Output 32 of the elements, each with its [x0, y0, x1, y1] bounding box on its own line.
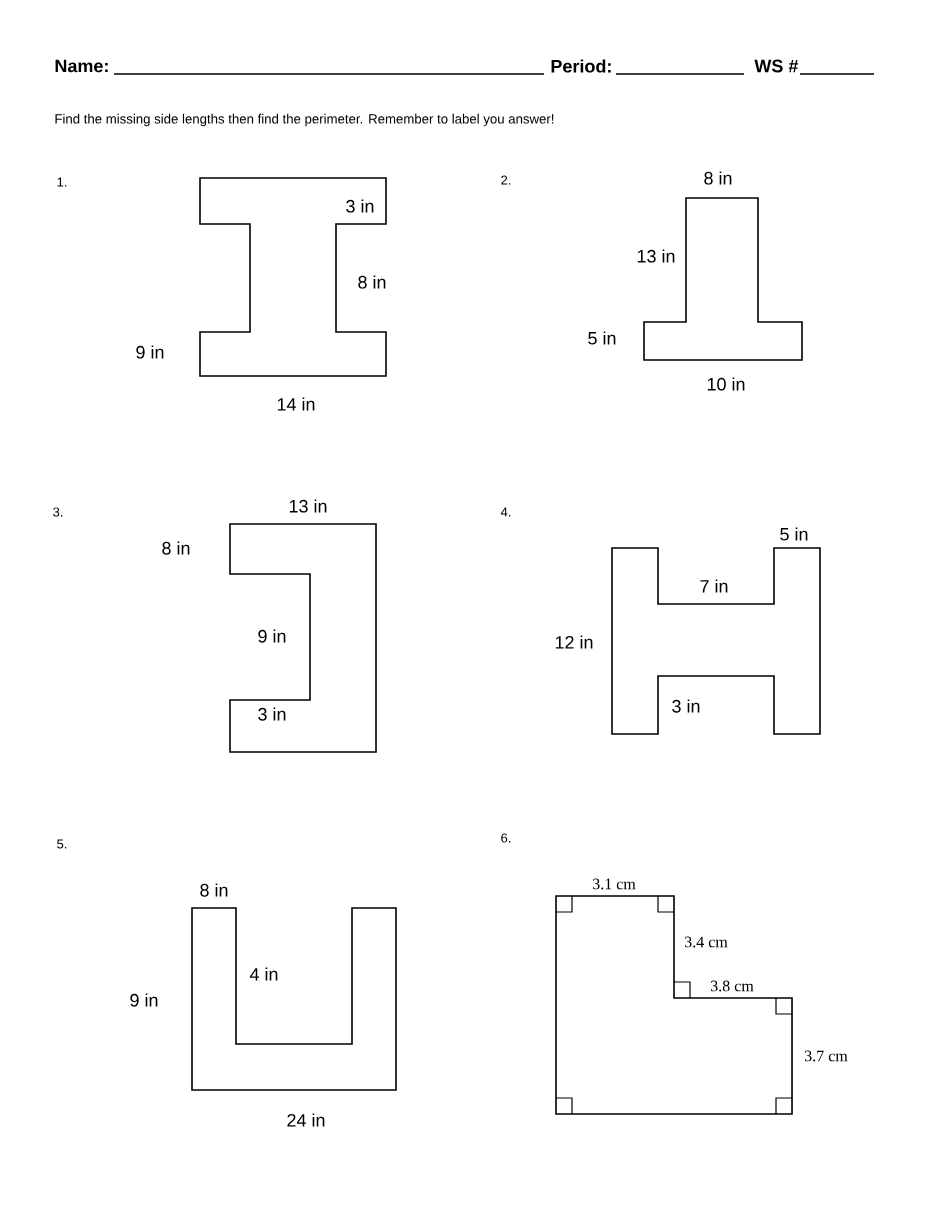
dimension-label: 3 in [258, 707, 286, 721]
composite-figure-drawing [199, 177, 387, 377]
composite-figure-drawing [229, 523, 377, 753]
dimension-label: 4 in [249, 967, 278, 981]
dimension-label: 9 in [136, 345, 164, 359]
dimension-label: 7 in [700, 579, 728, 593]
dimension-label: 3.1 cm [593, 878, 636, 890]
dimension-label: 12 in [555, 635, 593, 649]
form-field-label: Name: [55, 59, 108, 73]
composite-figure-drawing [611, 547, 821, 735]
dimension-label: 8 in [358, 275, 386, 289]
dimension-label: 3.4 cm [685, 936, 728, 948]
composite-figure-drawing [191, 907, 397, 1091]
dimension-label: 3.8 cm [711, 980, 754, 992]
dimension-label: 10 in [707, 377, 745, 391]
form-field-label: Period: [551, 59, 611, 73]
dimension-label: 8 in [200, 883, 228, 897]
dimension-label: 13 in [289, 499, 327, 513]
dimension-label: 3 in [672, 699, 700, 713]
dimension-label: 9 in [258, 629, 286, 643]
dimension-label: 8 in [162, 541, 190, 555]
dimension-label: 24 in [287, 1113, 325, 1127]
composite-figure-drawing [555, 895, 793, 1115]
dimension-label: 5 in [780, 527, 808, 541]
dimension-label: 8 in [704, 171, 732, 185]
dimension-label: 3 in [346, 199, 374, 213]
form-field-label: WS # [754, 59, 799, 73]
dimension-label: 14 in [277, 397, 315, 411]
dimension-label: 5 in [588, 331, 616, 345]
dimension-label: 13 in [637, 249, 675, 263]
dimension-label: 9 in [130, 993, 158, 1007]
dimension-label: 3.7 cm [805, 1050, 848, 1062]
